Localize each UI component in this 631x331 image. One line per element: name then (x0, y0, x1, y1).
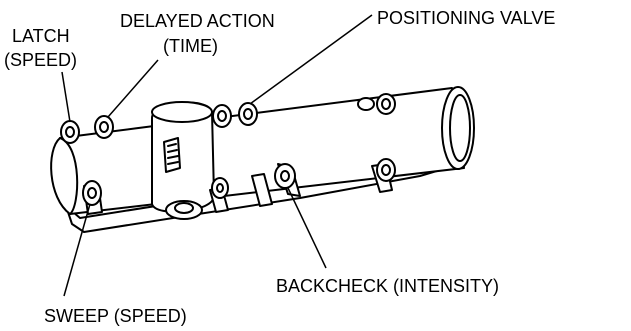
delayed-action-label-line2: (TIME) (163, 36, 218, 56)
right-top-boss (357, 97, 375, 111)
delayed-action-valve-hole (99, 121, 109, 133)
door-closer-body (50, 86, 475, 233)
positioning-valve-hole-a (217, 110, 227, 122)
sweep-valve-hole (87, 187, 97, 199)
sweep-label: SWEEP (SPEED) (44, 306, 187, 326)
latch-label-line1: LATCH (12, 26, 70, 46)
pinion-shaft-inner (174, 202, 194, 214)
delayed-action-label-line1: DELAYED ACTION (120, 11, 275, 31)
sweep-leader (63, 203, 91, 297)
pinion-lower-valve-hole (216, 183, 224, 193)
rack-window (163, 137, 181, 173)
rack-teeth (167, 143, 179, 165)
pinion-top (151, 101, 213, 123)
backcheck-label: BACKCHECK (INTENSITY) (276, 276, 499, 296)
positioning-valve-hole-b (243, 108, 253, 120)
leader-lines (61, 14, 373, 297)
positioning-valve-label: POSITIONING VALVE (377, 8, 555, 28)
left-end-cap (50, 137, 79, 215)
delayed-action-leader (107, 59, 159, 118)
backcheck-valve-hole (280, 170, 290, 182)
right-lower-valve-hole (381, 164, 391, 176)
positioning-leader (249, 14, 373, 105)
latch-label-line2: (SPEED) (4, 50, 77, 70)
latch-valve-hole (65, 126, 75, 138)
backcheck-leader (287, 187, 327, 269)
middle-valve-stem (251, 173, 273, 207)
labels: LATCH (SPEED) DELAYED ACTION (TIME) POSI… (4, 8, 555, 326)
right-upper-valve-hole (381, 98, 391, 110)
latch-leader (61, 71, 71, 123)
right-end-cap-inner (449, 94, 471, 162)
